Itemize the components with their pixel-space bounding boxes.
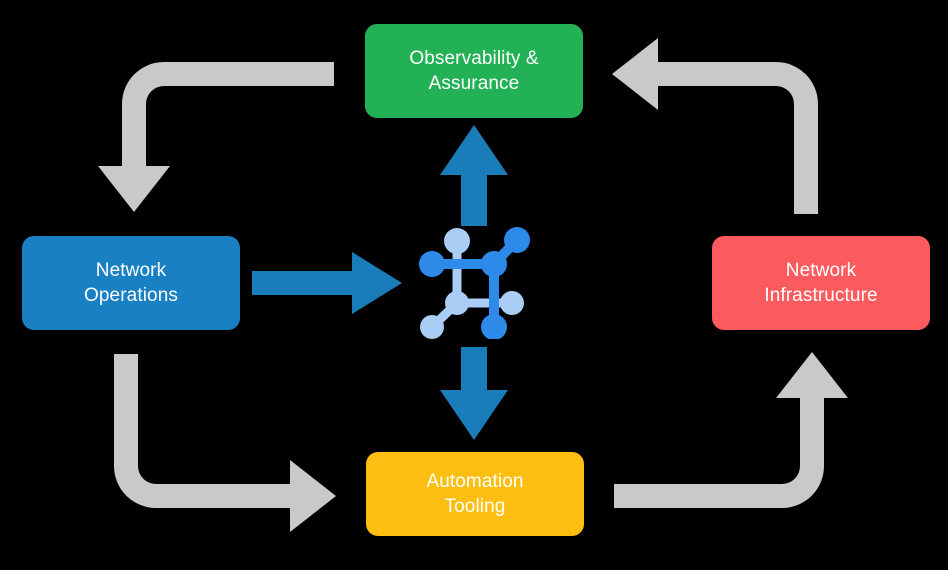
node-box-network-operations[interactable]: Network Operations [22, 236, 240, 330]
node-mid-light [445, 291, 469, 315]
node-label-network-infrastructure: Network Infrastructure [764, 259, 878, 306]
connector-center-to-observability [440, 125, 508, 226]
topology-nodes [419, 227, 530, 339]
node-box-observability[interactable]: Observability & Assurance [365, 24, 583, 118]
connector-infrastructure-to-observability [612, 38, 818, 214]
node-label-automation-tooling: Automation Tooling [426, 470, 524, 517]
connector-automation-to-infrastructure [614, 352, 848, 508]
node-hub-dark [481, 251, 507, 277]
node-left-dark [419, 251, 445, 277]
node-top-light [444, 228, 470, 254]
node-box-automation-tooling[interactable]: Automation Tooling [366, 452, 584, 536]
node-label-network-operations: Network Operations [84, 259, 178, 306]
connector-observability-to-operations [98, 62, 334, 212]
node-right-light [500, 291, 524, 315]
node-topright-dark [504, 227, 530, 253]
node-box-network-infrastructure[interactable]: Network Infrastructure [712, 236, 930, 330]
node-bottom-dark [481, 314, 507, 339]
connector-operations-to-center [252, 252, 402, 314]
connector-center-to-automation [440, 347, 508, 440]
node-label-observability: Observability & Assurance [409, 47, 539, 94]
node-bottomleft-light [420, 315, 444, 339]
network-topology-icon [419, 227, 530, 339]
connector-operations-to-automation [114, 354, 336, 532]
